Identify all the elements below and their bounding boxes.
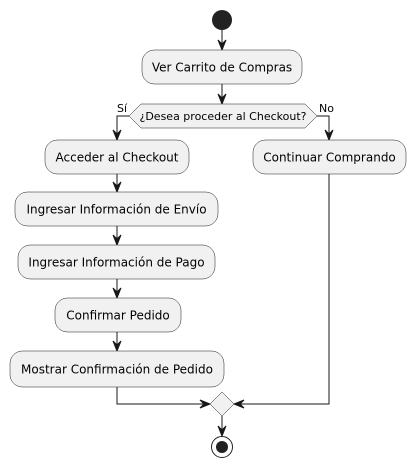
arrowhead	[199, 399, 212, 409]
arrowhead	[112, 340, 122, 353]
decision-question: ¿Desea proceder al Checkout?	[140, 110, 307, 123]
arrowhead	[324, 129, 334, 142]
decision-yes-label: Sí	[117, 102, 128, 115]
activity-confirm-label: Confirmar Pedido	[66, 309, 170, 323]
end-node	[211, 436, 233, 458]
edge-right-to-merge	[240, 174, 330, 405]
activity-payment-label: Ingresar Información de Pago	[28, 256, 204, 270]
arrowhead	[112, 234, 122, 247]
decision-no-label: No	[319, 102, 334, 115]
arrowhead	[217, 39, 227, 52]
arrowhead	[232, 399, 245, 409]
activity-view-cart-label: Ver Carrito de Compras	[152, 61, 292, 75]
activity-show-confirmation-label: Mostrar Confirmación de Pedido	[21, 363, 213, 377]
edge-left-to-merge	[116, 387, 204, 405]
arrowhead	[112, 181, 122, 194]
activity-continue-shopping-label: Continuar Comprando	[263, 151, 396, 165]
edge-no-branch	[317, 115, 330, 134]
arrowhead	[112, 287, 122, 300]
arrowhead	[217, 93, 227, 106]
activity-confirm	[54, 297, 182, 333]
start-node	[212, 10, 232, 30]
arrowhead	[112, 129, 122, 142]
end-node-core	[216, 441, 228, 453]
arrowhead	[217, 425, 227, 438]
activity-shipping-label: Ingresar Información de Envío	[26, 203, 206, 217]
edge-yes-branch	[116, 115, 129, 134]
activity-checkout-label: Acceder al Checkout	[56, 151, 179, 165]
merge-node	[209, 391, 235, 417]
